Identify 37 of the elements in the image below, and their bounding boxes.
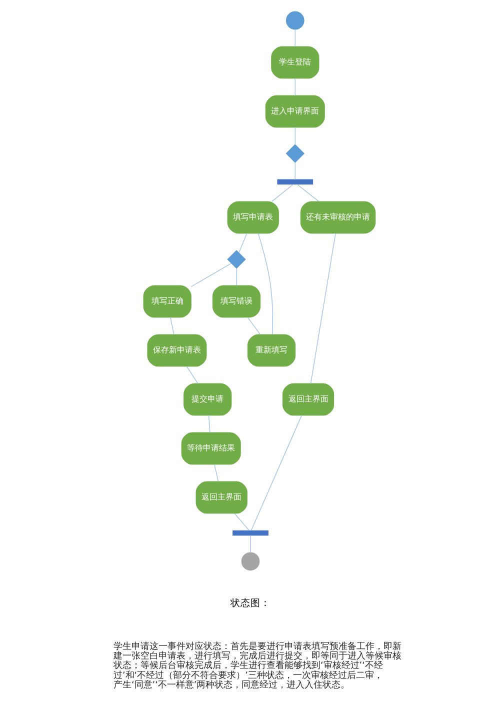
node-box: 进入申请界面 — [264, 95, 324, 128]
connector — [238, 232, 247, 254]
node-bar — [232, 530, 268, 536]
connector — [234, 513, 249, 531]
connector — [186, 366, 198, 384]
node-box: 填写正确 — [142, 285, 191, 318]
connector — [296, 184, 319, 202]
node-box: 学生登陆 — [270, 46, 319, 79]
node-diamond — [226, 250, 246, 269]
connector — [271, 184, 294, 202]
node-box: 还有未审核的申请 — [300, 201, 376, 234]
connector — [294, 162, 295, 180]
connector — [170, 316, 174, 335]
connector — [310, 232, 336, 384]
connector — [294, 78, 295, 96]
node-box: 提交申请 — [183, 383, 232, 416]
label: 状态图： — [230, 598, 270, 609]
connector — [294, 127, 295, 146]
node-box: 等待申请结果 — [180, 432, 240, 465]
node-box: 返回主界面 — [282, 383, 334, 416]
node-box: 重新填写 — [246, 334, 296, 367]
node-box: 保存新申请表 — [146, 334, 206, 367]
connector — [214, 464, 218, 482]
connector — [246, 316, 260, 335]
connector — [250, 415, 302, 531]
node-box: 填写申请表 — [226, 201, 278, 234]
node-box: 填写错误 — [212, 285, 260, 318]
label: 学生申请这一事件对应状态：首先是要进行申请表填写预准备工作，即新建一张空白申请表，进行填写，完成后进行提交，即等同于进入等候审核状态；等候后台审核完成后，学生进行查看能够找到‘审核经过’‘不经过’和‘不经过（部分不符合要求）’三种状态，一次审核经过后二审，产生‘同意’‘不一样意’两种状态，同意经过，进入入住状态。 — [113, 642, 402, 690]
node-circle — [285, 11, 304, 30]
node-circle — [240, 552, 260, 571]
connector — [208, 414, 210, 433]
connector — [190, 262, 232, 288]
node-diamond — [285, 144, 304, 163]
node-bar — [276, 179, 313, 185]
connector — [257, 232, 272, 335]
node-box: 返回主界面 — [195, 481, 247, 514]
connector — [294, 29, 295, 47]
